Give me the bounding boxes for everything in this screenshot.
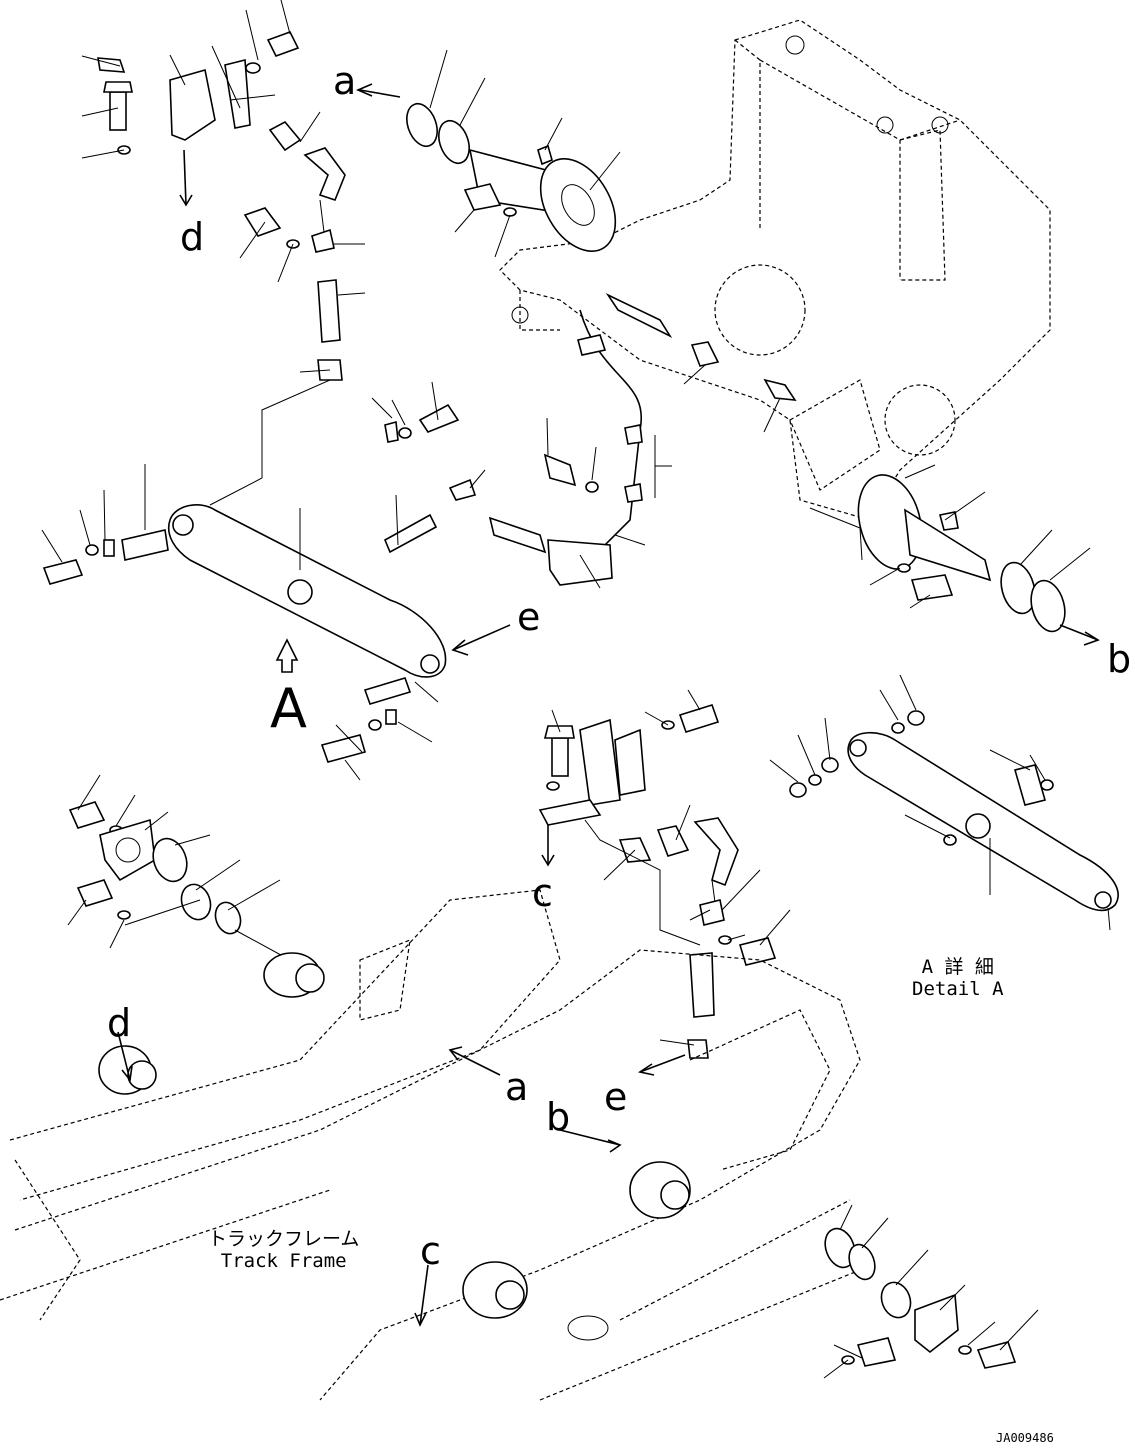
label-e-lower: e (604, 1075, 628, 1119)
track-frame (0, 889, 1039, 1401)
label-a-lower: a (505, 1065, 529, 1109)
main-frame (499, 19, 1051, 521)
detail-a-caption: A 詳 細 Detail A (912, 956, 1004, 1000)
drawing-code: JA009486 (996, 1431, 1054, 1445)
middle-bracket-group (538, 689, 791, 1076)
label-d-lower: d (107, 1001, 132, 1045)
top-seal-group (355, 49, 621, 258)
equalizer-bar (41, 381, 511, 781)
detail-a-bar (769, 674, 1119, 931)
track-frame-en: Track Frame (220, 1250, 347, 1272)
right-flange-group (809, 464, 1100, 646)
left-cover-group (67, 774, 291, 961)
label-c-lower: c (420, 1229, 441, 1273)
label-d-top: d (180, 215, 205, 259)
label-c-mid: c (532, 871, 553, 915)
detail-a-en: Detail A (912, 978, 1004, 1000)
label-b-lower: b (546, 1095, 571, 1139)
track-frame-jp: トラックフレーム (208, 1228, 360, 1250)
top-left-bracket-group (81, 0, 366, 506)
detail-a-jp: A 詳 細 (921, 956, 994, 978)
track-frame-caption: トラックフレーム Track Frame (208, 1228, 359, 1272)
hose-group (448, 293, 797, 589)
label-e-right: e (517, 595, 541, 639)
label-b-right: b (1107, 637, 1132, 681)
label-a-top: a (333, 59, 357, 103)
label-view-a: A (270, 677, 307, 740)
